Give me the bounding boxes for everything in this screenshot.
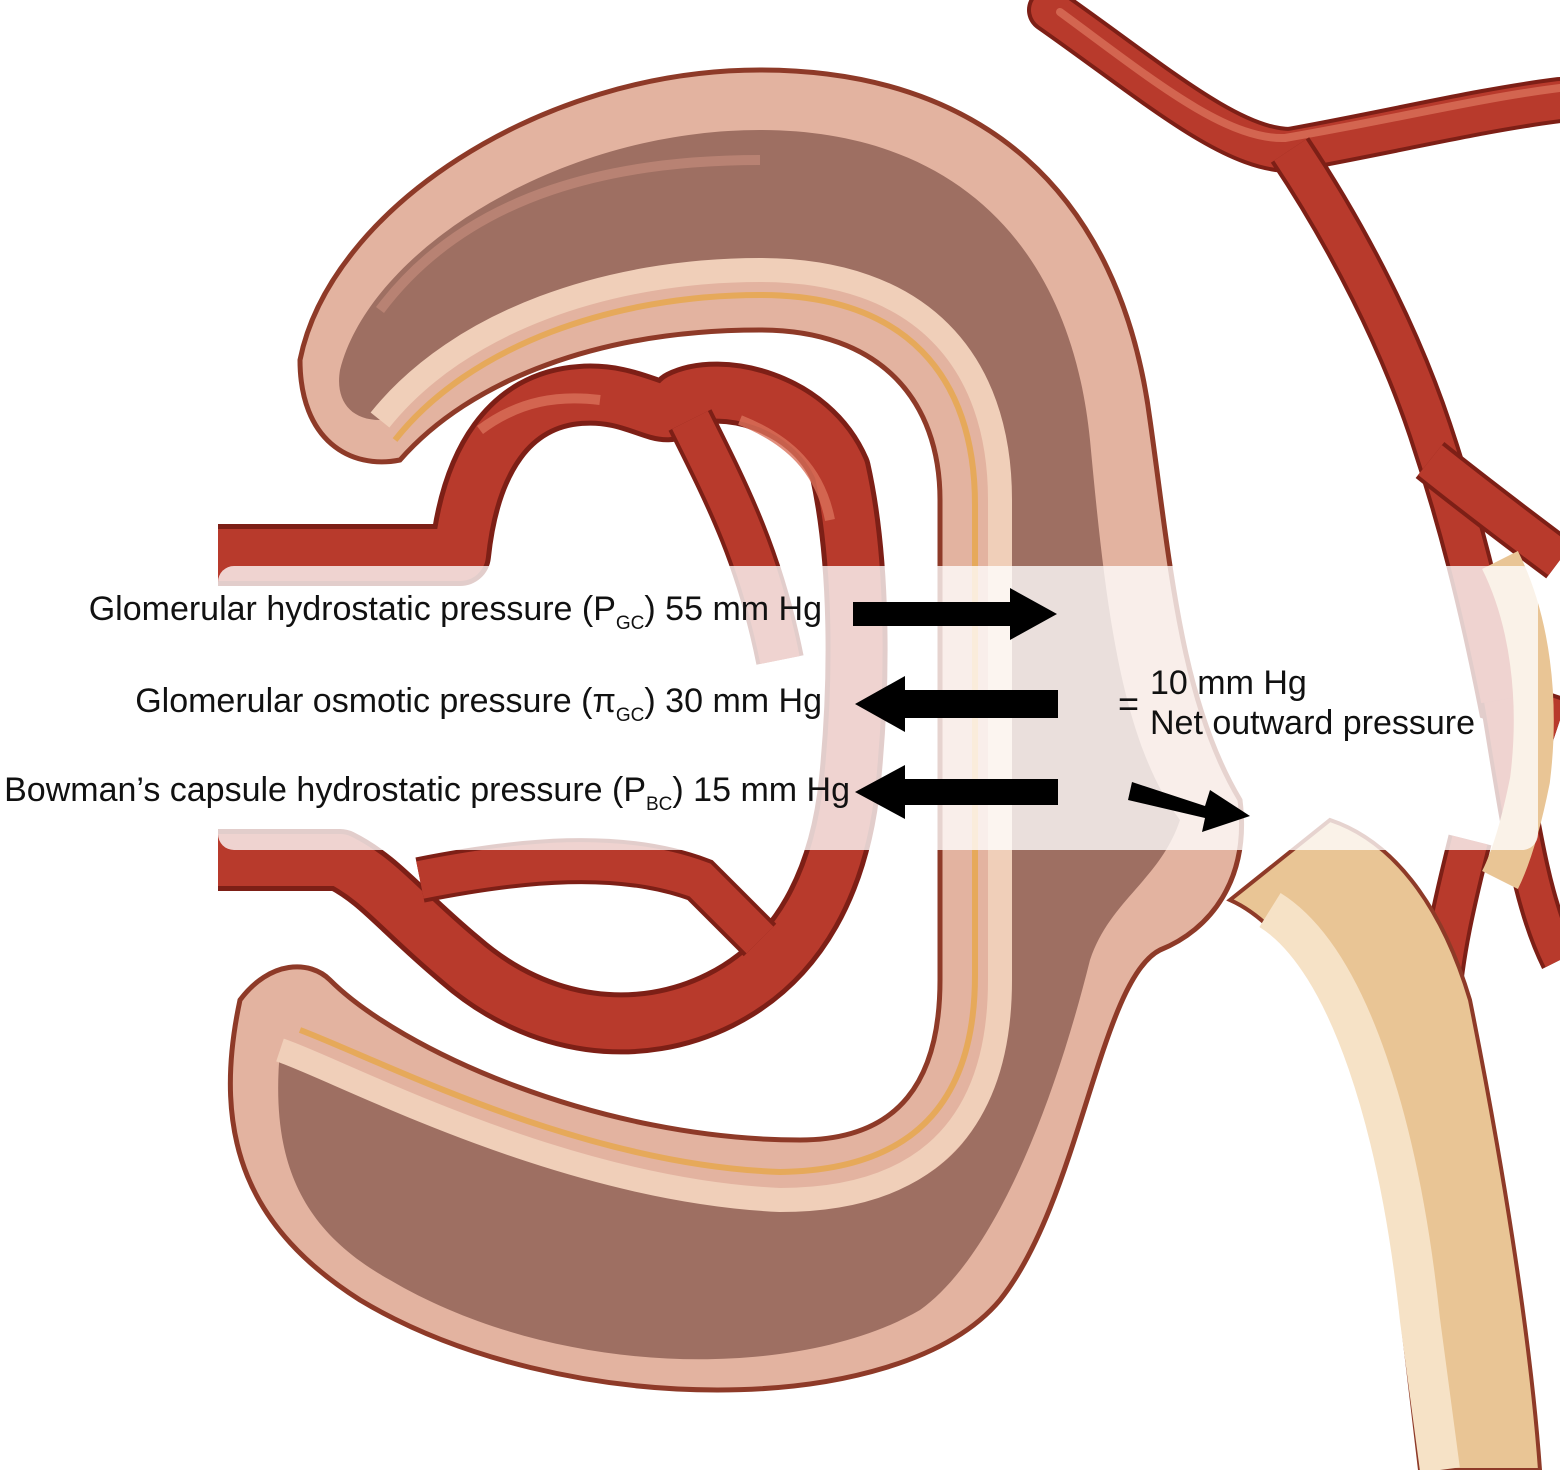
- net-pressure-value: 10 mm Hg: [1150, 664, 1307, 702]
- label-text: Glomerular hydrostatic pressure (P: [88, 590, 616, 628]
- arrow-inward-capsule: [855, 765, 1058, 819]
- label-value: ) 30 mm Hg: [644, 682, 822, 720]
- label-glomerular-osmotic-pressure: Glomerular osmotic pressure (πGC) 30 mm …: [135, 682, 822, 725]
- label-text: Bowman’s capsule hydrostatic pressure (P: [4, 771, 646, 809]
- label-glomerular-hydrostatic-pressure: Glomerular hydrostatic pressure (PGC) 55…: [88, 590, 822, 633]
- net-pressure-label: Net outward pressure: [1150, 704, 1476, 742]
- label-value: ) 55 mm Hg: [644, 590, 822, 628]
- equals-sign: =: [1118, 683, 1140, 724]
- arrow-outward: [853, 588, 1057, 640]
- label-subscript: GC: [615, 613, 645, 634]
- proximal-tubule: [1226, 551, 1554, 1470]
- label-subscript: GC: [615, 705, 645, 726]
- label-bowmans-capsule-hydrostatic-pressure: Bowman’s capsule hydrostatic pressure (P…: [4, 771, 850, 814]
- label-text: Glomerular osmotic pressure (π: [135, 682, 616, 720]
- arrow-net-outward: [1128, 782, 1250, 832]
- label-subscript: BC: [646, 794, 673, 815]
- pressure-arrows: [853, 588, 1250, 832]
- label-value: ) 15 mm Hg: [672, 771, 850, 809]
- bowmans-capsule: [227, 67, 1244, 1393]
- arrow-inward-osmotic: [855, 676, 1058, 732]
